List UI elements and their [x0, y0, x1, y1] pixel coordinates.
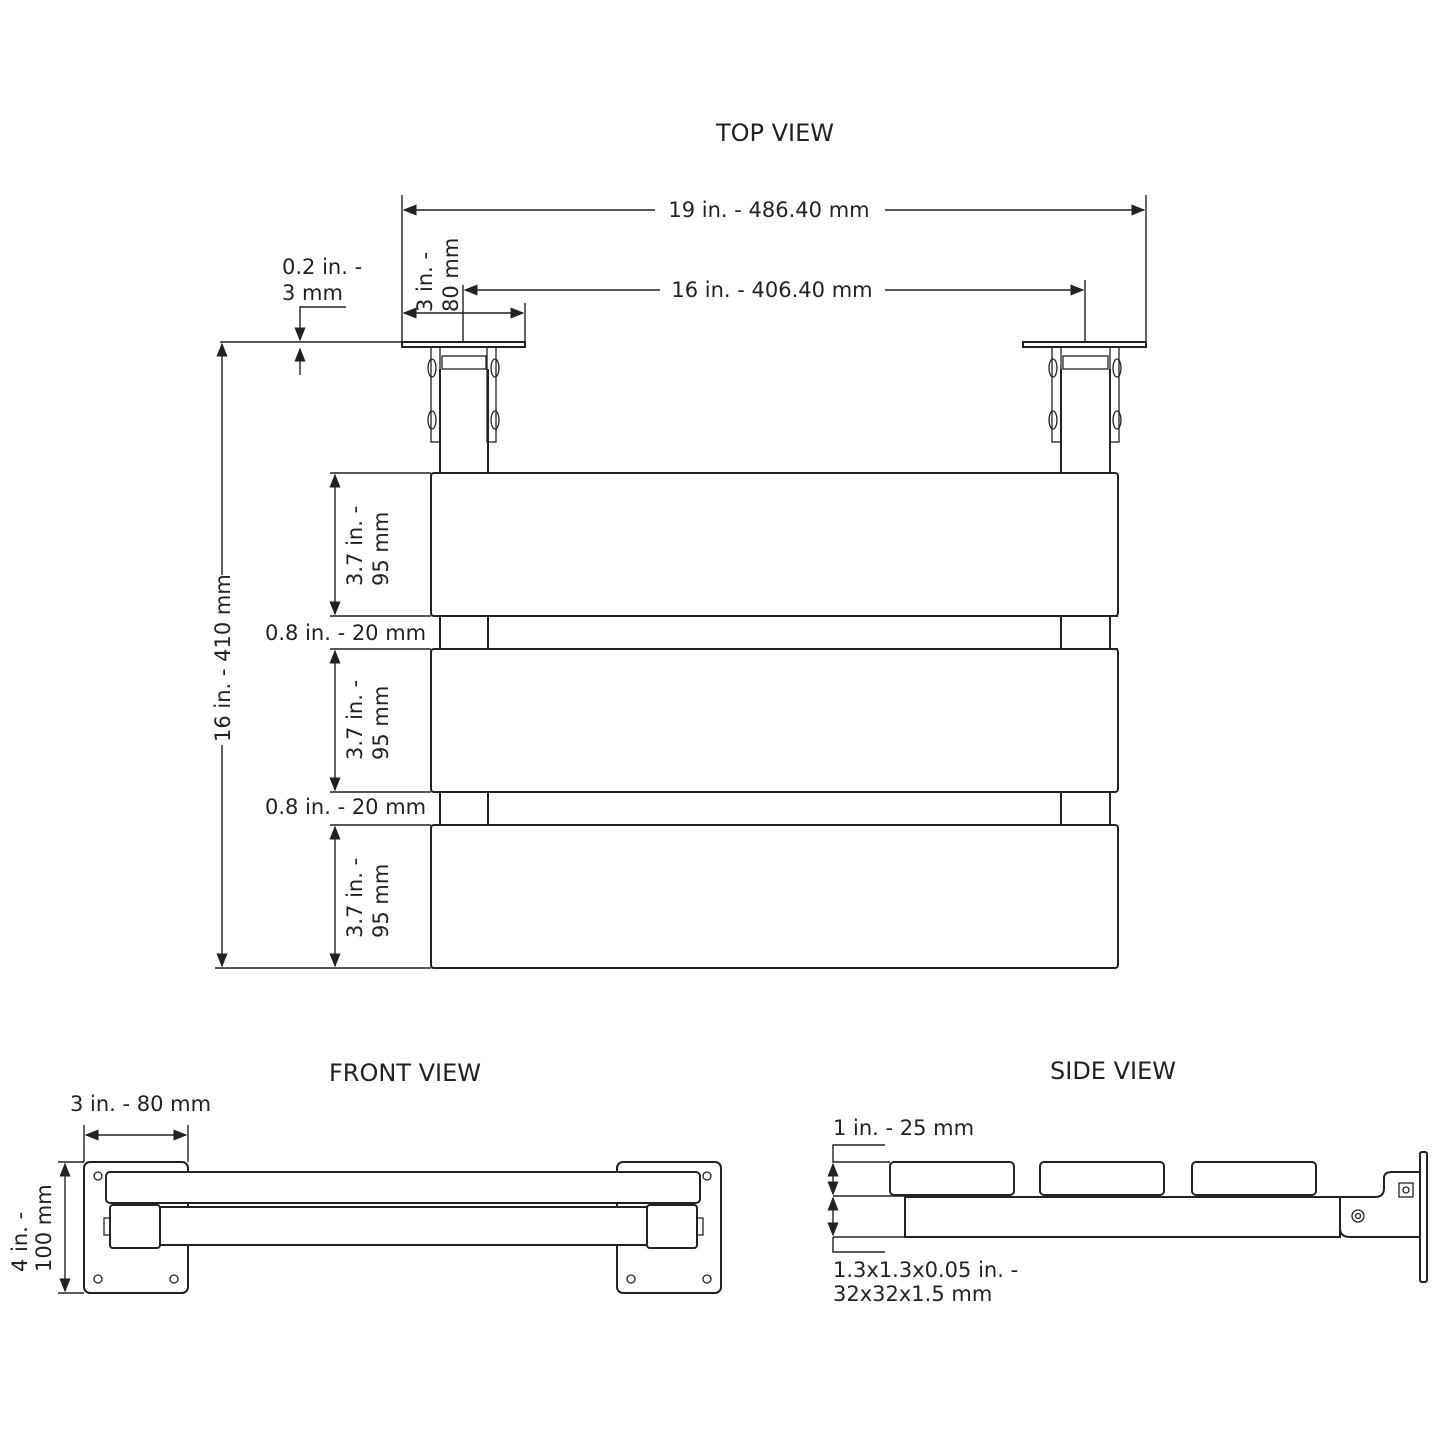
bracket-spacing-label: 16 in. - 406.40 mm	[671, 278, 872, 302]
side-slat-1	[889, 1161, 1015, 1196]
overall-width-dimension: 19 in. - 486.40 mm	[401, 195, 1147, 342]
slat-3	[430, 824, 1119, 969]
slat-1	[430, 472, 1119, 617]
plate-thickness-label-2: 3 mm	[282, 281, 343, 305]
front-plate-height-label-1: 4 in. -	[8, 1212, 32, 1272]
seat-slats	[430, 472, 1119, 969]
front-plate-height-label-2: 100 mm	[32, 1184, 56, 1272]
overall-width-label: 19 in. - 486.40 mm	[668, 198, 869, 222]
front-plate-width-label: 3 in. - 80 mm	[70, 1092, 211, 1116]
plate-width-label-2: 80 mm	[439, 238, 463, 312]
slat-1-width-label-2: 95 mm	[369, 512, 393, 586]
plate-width-dimension: 3 in. - 80 mm	[402, 238, 526, 342]
slat-2-width-label-2: 95 mm	[369, 686, 393, 760]
tube-size-label-1: 1.3x1.3x0.05 in. -	[833, 1258, 1018, 1282]
overall-depth-dimension: 16 in. - 410 mm	[211, 342, 431, 969]
tube-size-label-2: 32x32x1.5 mm	[833, 1282, 992, 1306]
mount-bolt-icon	[1402, 1186, 1410, 1194]
top-view: TOP VIEW 19 in. - 486.40 mm 16 in. - 406…	[211, 119, 1147, 969]
side-view-title: SIDE VIEW	[1050, 1057, 1176, 1085]
pivot-bolt-icon	[1351, 1209, 1365, 1223]
side-slat-2	[1039, 1161, 1165, 1196]
gap-1-label: 0.8 in. - 20 mm	[265, 621, 426, 645]
slat-dimensions: 3.7 in. - 95 mm 3.7 in. - 95 mm 3.7 in. …	[265, 472, 431, 968]
side-slat-3	[1191, 1161, 1317, 1196]
side-view: SIDE VIEW 1 in. - 25 mm 1.3x1.3x0.05 in.…	[827, 1057, 1428, 1306]
front-view: FRONT VIEW 3 in. - 80 mm 4 in. - 100 mm	[8, 1059, 722, 1294]
front-view-title: FRONT VIEW	[329, 1059, 481, 1087]
plate-thickness-label-1: 0.2 in. -	[282, 255, 362, 279]
slat-3-width-label-1: 3.7 in. -	[343, 858, 367, 938]
overall-depth-label: 16 in. - 410 mm	[211, 574, 235, 742]
front-left-clamp	[109, 1204, 161, 1249]
left-wall-bracket	[401, 341, 526, 472]
slat-2	[430, 648, 1119, 793]
slat-2-width-label-1: 3.7 in. -	[343, 680, 367, 760]
plate-thickness-dimension: 0.2 in. - 3 mm	[220, 255, 402, 375]
front-support-tube	[159, 1206, 648, 1246]
slat-3-width-label-2: 95 mm	[369, 864, 393, 938]
slat-1-width-label-1: 3.7 in. -	[343, 506, 367, 586]
plate-width-label-1: 3 in. -	[413, 252, 437, 312]
side-wall-plate	[1419, 1151, 1428, 1283]
front-right-clamp	[646, 1204, 698, 1249]
right-wall-bracket	[1022, 341, 1147, 472]
gap-2-label: 0.8 in. - 20 mm	[265, 795, 426, 819]
slat-thickness-label: 1 in. - 25 mm	[833, 1116, 974, 1140]
bracket-spacing-dimension: 16 in. - 406.40 mm	[462, 278, 1086, 342]
front-seat-slat	[105, 1171, 701, 1204]
top-view-title: TOP VIEW	[715, 119, 834, 147]
